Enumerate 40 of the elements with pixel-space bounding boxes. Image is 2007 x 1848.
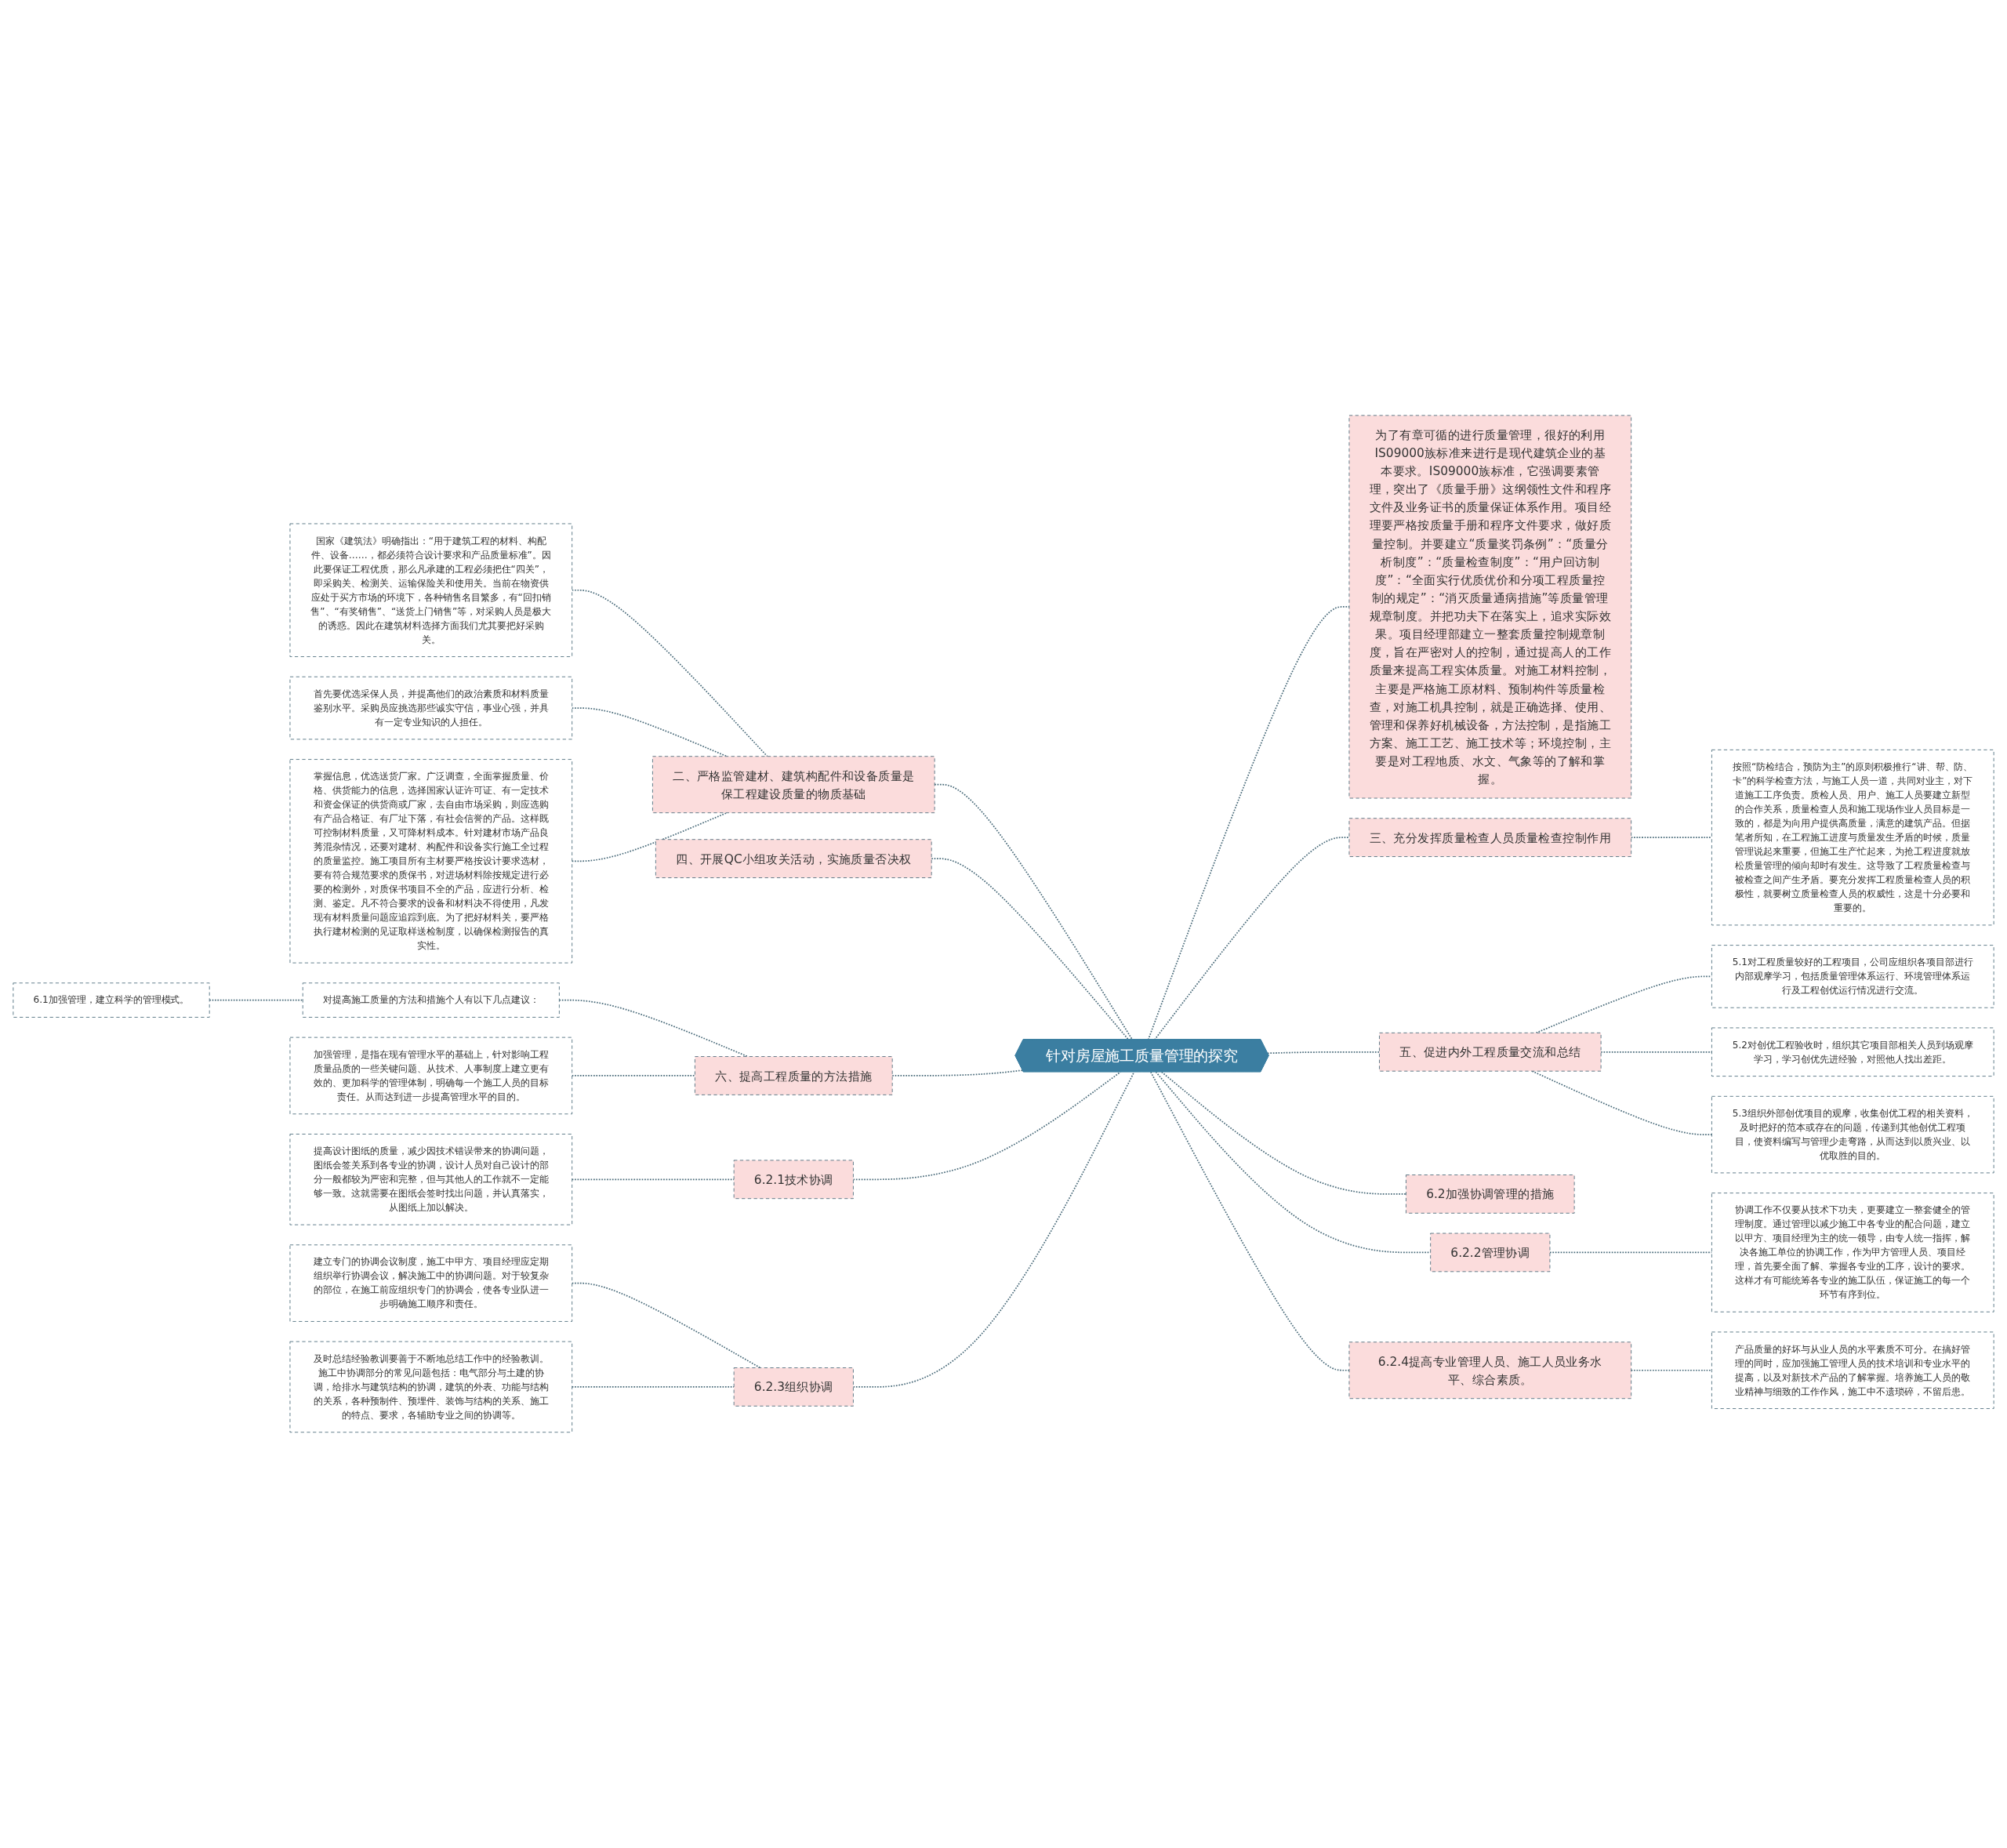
connector [1155,1071,1432,1254]
node-box: 提高设计图纸的质量，减少因技术错误带来的协调问题，图纸会签关系到各专业的协调，设计人员对自己设计的部分一般都较为严密和完整，但与其他人的工作就不一定能够一致。这就需要在图纸会签时找出问题，并认真落实，从图纸上加以解决。 [289,1134,573,1225]
connector [1630,1370,1713,1371]
node-box: 及时总结经验教训要善于不断地总结工作中的经验教训。施工中协调部分的常见问题包括：电气部分与土建的协调，给排水与建筑结构的协调，建筑的外表、功能与结构的关系，各种预制件、预埋件、装饰与结构的关系、施工的特点、要求，各辅助专业之间的协调等。 [289,1341,573,1433]
connector [571,812,728,862]
connector [571,1075,696,1077]
node-box: 掌握信息，优选送货厂家。广泛调查，全面掌握质量、价格、供货能力的信息，选择国家认证许可证、有一定技术和资金保证的供货商或厂家，去自由市场采购，则应选购有产品合格证、有厂址下落，有社会信誉的产品。这样既可控制材料质量，又可降材料成本。针对建材市场产品良莠混杂情况，还要对建材、构配件和设备实行施工全过程的质量监控。施工项目所有主材要严格按设计要求选材，要有符合规范要求的质保书，对进场材料除按规定进行必要的检测外，对质保书项目不全的产品，应进行分析、检测、鉴定。凡不符合要求的设备和材料决不得使用，凡发现有材料质量问题应追踪到底。为了把好材料关，要严格执行建材检测的见证取样送检制度，以确保检测报告的真实性。 [289,759,573,964]
node-box: 五、促进内外工程质量交流和总结 [1379,1033,1602,1072]
connector [1630,837,1713,839]
node-box: 四、开展QC小组攻关活动，实施质量否决权 [655,839,932,879]
node-box: 5.2对创优工程验收时，组织其它项目部相关人员到场观摩学习，学习创优先进经验，对照他人找出差距。 [1711,1027,1994,1077]
node-box: 对提高施工质量的方法和措施个人有以下几点建议： [302,982,560,1018]
connector [571,1178,735,1181]
connector [852,1071,1135,1388]
connector [558,999,749,1058]
connector [571,1282,761,1369]
node-box: 按照“防检结合，预防为主”的原则积极推行“讲、帮、防、卡”的科学检查方法，与施工人员一道，共同对业主，对下道施工工序负责。质检人员、用户、施工人员要建立新型的合作关系，质量检查人员和施工现场作业人员目标是一致的，都是为向用户提供高质量，满意的建筑产品。但据笔者所知，在工程施工进度与质量发生矛盾的时候，质量管理说起来重要，但施工生产忙起来，为抢工程进度就放松质量管理的倾向却时有发生。这导致了工程质量检查与被检查之间产生矛盾。要充分发挥工程质量检查人员的积极性，就要树立质量检查人员的权威性，这是十分必要和重要的。 [1711,750,1994,926]
node-box: 6.2.2管理协调 [1430,1233,1551,1273]
connector [1267,1051,1381,1055]
node-box: 6.2.3组织协调 [733,1367,854,1407]
node-box: 建立专门的协调会议制度，施工中甲方、项目经理应定期组织举行协调会议，解决施工中的协调问题。对于较复杂的部位，在施工前应组织专门的协调会，使各专业队进一步明确施工顺序和责任。 [289,1244,573,1323]
node-box: 产品质量的好坏与从业人员的水平素质不可分。在搞好管理的同时，应加强施工管理人员的技术培训和专业水平的提高，以及对新技术产品的了解掌握。培养施工人员的敬业精神与细致的工作作风，施工中不遗琐碎，不留后患。 [1711,1331,1994,1410]
node-box: 三、充分发挥质量检查人员质量检查控制作用 [1348,818,1632,858]
node-box: 首先要优选采保人员，并提高他们的政治素质和材料质量鉴别水平。采购员应挑选那些诚实守信，事业心强，并具有一定专业知识的人担任。 [289,677,573,740]
node-box: 国家《建筑法》明确指出：“用于建筑工程的材料、构配件、设备……，都必须符合设计要求和产品质量标准”。因此要保证工程优质，那么凡承建的工程必须把住“四关”，即采购关、检测关、运输保险关和使用关。当前在物资供应处于买方市场的环境下，各种销售名目繁多，有“回扣销售”、“有奖销售”、“送货上门销售”等，对采购人员是极大的诱惑。因此在建筑材料选择方面我们尤其要把好采购关。 [289,523,573,658]
node-box: 六、提高工程质量的方法措施 [694,1056,893,1095]
node-box: 5.1对工程质量较好的工程项目，公司应组织各项目部进行内部观摩学习，包括质量管理体系运行、环境管理体系运行及工程创优运行情况进行交流。 [1711,945,1994,1008]
node-box: 6.2加强协调管理的措施 [1406,1175,1575,1214]
node-box: 加强管理，是指在现有管理水平的基础上，针对影响工程质量品质的一些关键问题、从技术、人事制度上建立更有效的、更加科学的管理体制，明确每一个施工人员的目标责任。从而达到进一步提高管理水平的目的。 [289,1037,573,1115]
connector [571,590,768,757]
node-box: 二、严格监管建材、建筑构配件和设备质量是保工程建设质量的物质基础 [652,756,935,814]
node-box: 6.2.1技术协调 [733,1160,854,1200]
node-box: 6.1加强管理，建立科学的管理模式。 [13,982,210,1018]
node-box: 5.3组织外部创优项目的观摩，收集创优工程的相关资料，及时把好的范本或存在的问题，传递到其他创优工程项目，使资料编写与管理少走弯路，从而达到以质兴业、以优取胜的目的。 [1711,1096,1994,1174]
connector [852,1071,1122,1181]
connector [571,707,728,757]
node-box: 协调工作不仅要从技术下功夫，更要建立一整套健全的管理制度。通过管理以减少施工中各专业的配合问题，建立以甲方、项目经理为主的统一领导，由专人统一指挥，解决各施工单位的协调工作，作为甲方管理人员、项目经理，首先要全面了解、掌握各专业的工序，设计的要求。这样才有可能统筹各专业的施工队伍，保证施工的每一个环节有序到位。 [1711,1193,1994,1312]
connector [571,1386,735,1388]
node-box: 为了有章可循的进行质量管理，很好的利用IS09000族标准来进行是现代建筑企业的基本要求。IS09000族标准，它强调要素管理，突出了《质量手册》这纲领性文件和程序文件及业务证书的质量保证体系作用。项目经理要严格按质量手册和程序文件要求，做好质量控制。并要建立“质量奖罚条例”：“质量分析制度”：“质量检查制度”：“用户回访制度”：“全面实行优质优价和分项工程质量控制的规定”：“消灭质量通病措施”等质量管理规章制度。并把功夫下在落实上，追求实际效果。项目经理部建立一整套质量控制规章制度，旨在严密对人的控制，通过提高人的工作质量来提高工程实体质量。对施工材料控制，主要是严格施工原材料、预制构件等质量检查，对施工机具控制，就是正确选择、使用、管理和保养好机械设备，方法控制，是指施工方案、施工工艺、施工技术等；环境控制，主要是对工程地质、水文、气象等的了解和掌握。 [1348,415,1632,799]
node-box: 6.2.4提高专业管理人员、施工人员业务水平、综合素质。 [1348,1342,1632,1400]
